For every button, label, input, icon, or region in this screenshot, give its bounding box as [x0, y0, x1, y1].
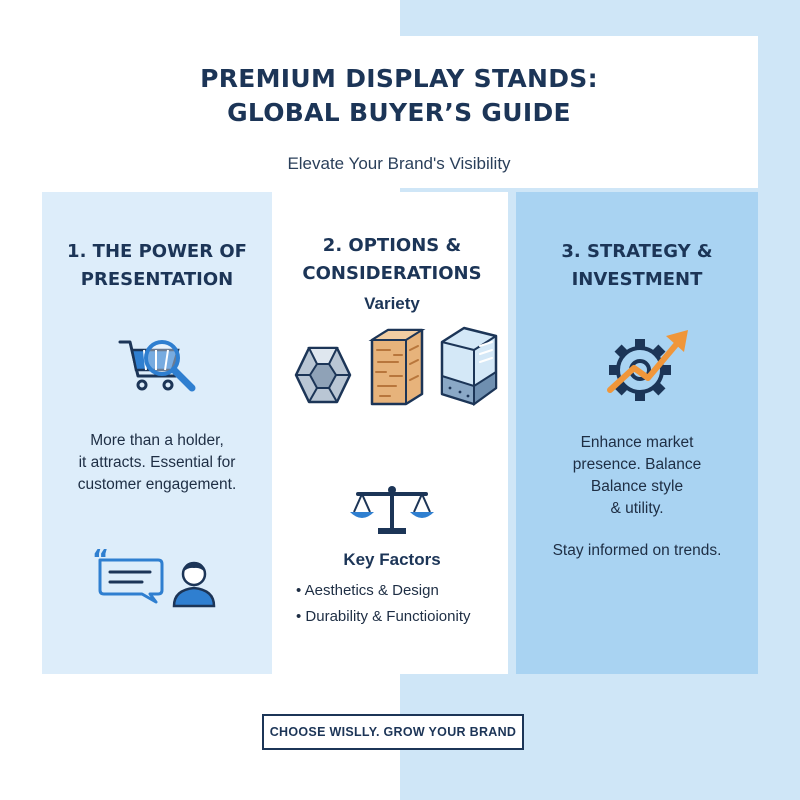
- factors-list: Aesthetics & Design Durability & Functio…: [296, 578, 471, 630]
- glass-cube-icon: [440, 326, 498, 406]
- cta-button[interactable]: CHOOSE WISLLY. GROW YOUR BRAND: [262, 714, 524, 750]
- page-title: PREMIUM DISPLAY STANDS: GLOBAL BUYER’S G…: [40, 36, 758, 130]
- column-title: 1. THE POWER OF PRESENTATION: [42, 238, 272, 294]
- description-line: Enhance market: [580, 434, 694, 451]
- header-card: PREMIUM DISPLAY STANDS: GLOBAL BUYER’S G…: [40, 36, 758, 188]
- key-factors-label: Key Factors: [343, 550, 441, 569]
- column-title-line-1: 1. THE POWER OF: [67, 241, 247, 262]
- balance-scale-icon: [350, 486, 434, 534]
- column-title-line-1: 2. OPTIONS &: [322, 235, 462, 256]
- column-strategy: 3. STRATEGY & INVESTMENT Enhance market: [516, 192, 758, 674]
- column-title-line-1: 3. STRATEGY &: [561, 241, 713, 262]
- column-title: 2. OPTIONS & CONSIDERATIONS: [276, 232, 508, 288]
- column-title-line-2: PRESENTATION: [80, 269, 234, 290]
- column-title-line-2: CONSIDERATIONS: [302, 263, 482, 284]
- description-line: Balance style: [590, 478, 684, 495]
- factor-item: Aesthetics & Design: [296, 578, 471, 604]
- title-line-2: GLOBAL BUYER’S GUIDE: [227, 98, 571, 127]
- column-description: Enhance market presence. Balance Balance…: [528, 432, 746, 520]
- column-title-line-2: INVESTMENT: [571, 269, 703, 290]
- gear-growth-arrow-icon: [607, 330, 688, 401]
- trends-text: Stay informed on trends.: [552, 542, 722, 559]
- column-description: More than a holder, it attracts. Essenti…: [54, 430, 260, 496]
- page-subtitle: Elevate Your Brand's Visibility: [287, 154, 511, 173]
- description-line: presence. Balance: [572, 456, 702, 473]
- title-line-1: PREMIUM DISPLAY STANDS:: [200, 64, 598, 93]
- variety-label: Variety: [364, 294, 420, 313]
- description-line: & utility.: [610, 500, 664, 517]
- wood-cube-icon: [368, 328, 426, 406]
- speech-bubble-icon: “: [92, 546, 164, 604]
- user-icon: [172, 561, 216, 608]
- metal-cube-icon: [294, 346, 352, 404]
- column-title: 3. STRATEGY & INVESTMENT: [516, 238, 758, 294]
- description-line: it attracts. Essential for: [78, 454, 236, 471]
- column-options: 2. OPTIONS & CONSIDERATIONS Variety: [276, 192, 508, 674]
- description-line: customer engagement.: [77, 476, 237, 493]
- column-presentation: 1. THE POWER OF PRESENTATION More than a…: [42, 192, 272, 674]
- description-line: More than a holder,: [90, 432, 224, 449]
- factor-item: Durability & Functioionity: [296, 604, 470, 630]
- shopping-cart-magnifier-icon: [118, 340, 196, 392]
